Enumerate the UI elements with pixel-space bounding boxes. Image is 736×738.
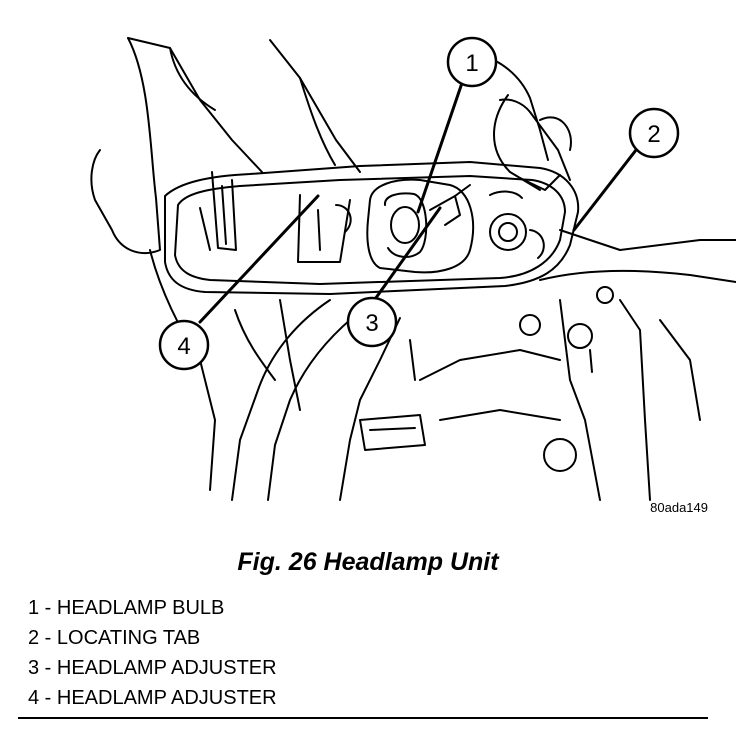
- hands-drawing: [90, 37, 572, 491]
- legend-list: 1 - HEADLAMP BULB 2 - LOCATING TAB 3 - H…: [28, 596, 277, 716]
- headlamp-bulb-drawing: [366, 178, 474, 274]
- legend-item: 4 - HEADLAMP ADJUSTER: [28, 687, 277, 709]
- headlamp-housing: [164, 161, 580, 295]
- legend-item: 3 - HEADLAMP ADJUSTER: [28, 657, 277, 679]
- right-reflector-drawing: [489, 190, 545, 259]
- callout-4: 4: [158, 319, 210, 371]
- bottom-rule: [18, 717, 708, 719]
- callout-4-label: 4: [177, 333, 190, 360]
- callout-3: 3: [346, 296, 398, 348]
- legend-item: 1 - HEADLAMP BULB: [28, 597, 225, 619]
- figure-code: 80ada149: [650, 500, 708, 515]
- callout-2-label: 2: [647, 121, 660, 148]
- callout-2: 2: [628, 107, 680, 159]
- headlamp-illustration: 1 2 3 4 80ada149: [90, 36, 736, 515]
- callout-pointers: [198, 78, 638, 324]
- callout-3-label: 3: [365, 310, 378, 337]
- vehicle-fender-drawing: [231, 229, 736, 501]
- figure-caption: Fig. 26 Headlamp Unit: [237, 548, 499, 576]
- callout-1-label: 1: [465, 50, 478, 77]
- callout-1: 1: [446, 36, 498, 88]
- legend-item: 2 - LOCATING TAB: [28, 627, 201, 649]
